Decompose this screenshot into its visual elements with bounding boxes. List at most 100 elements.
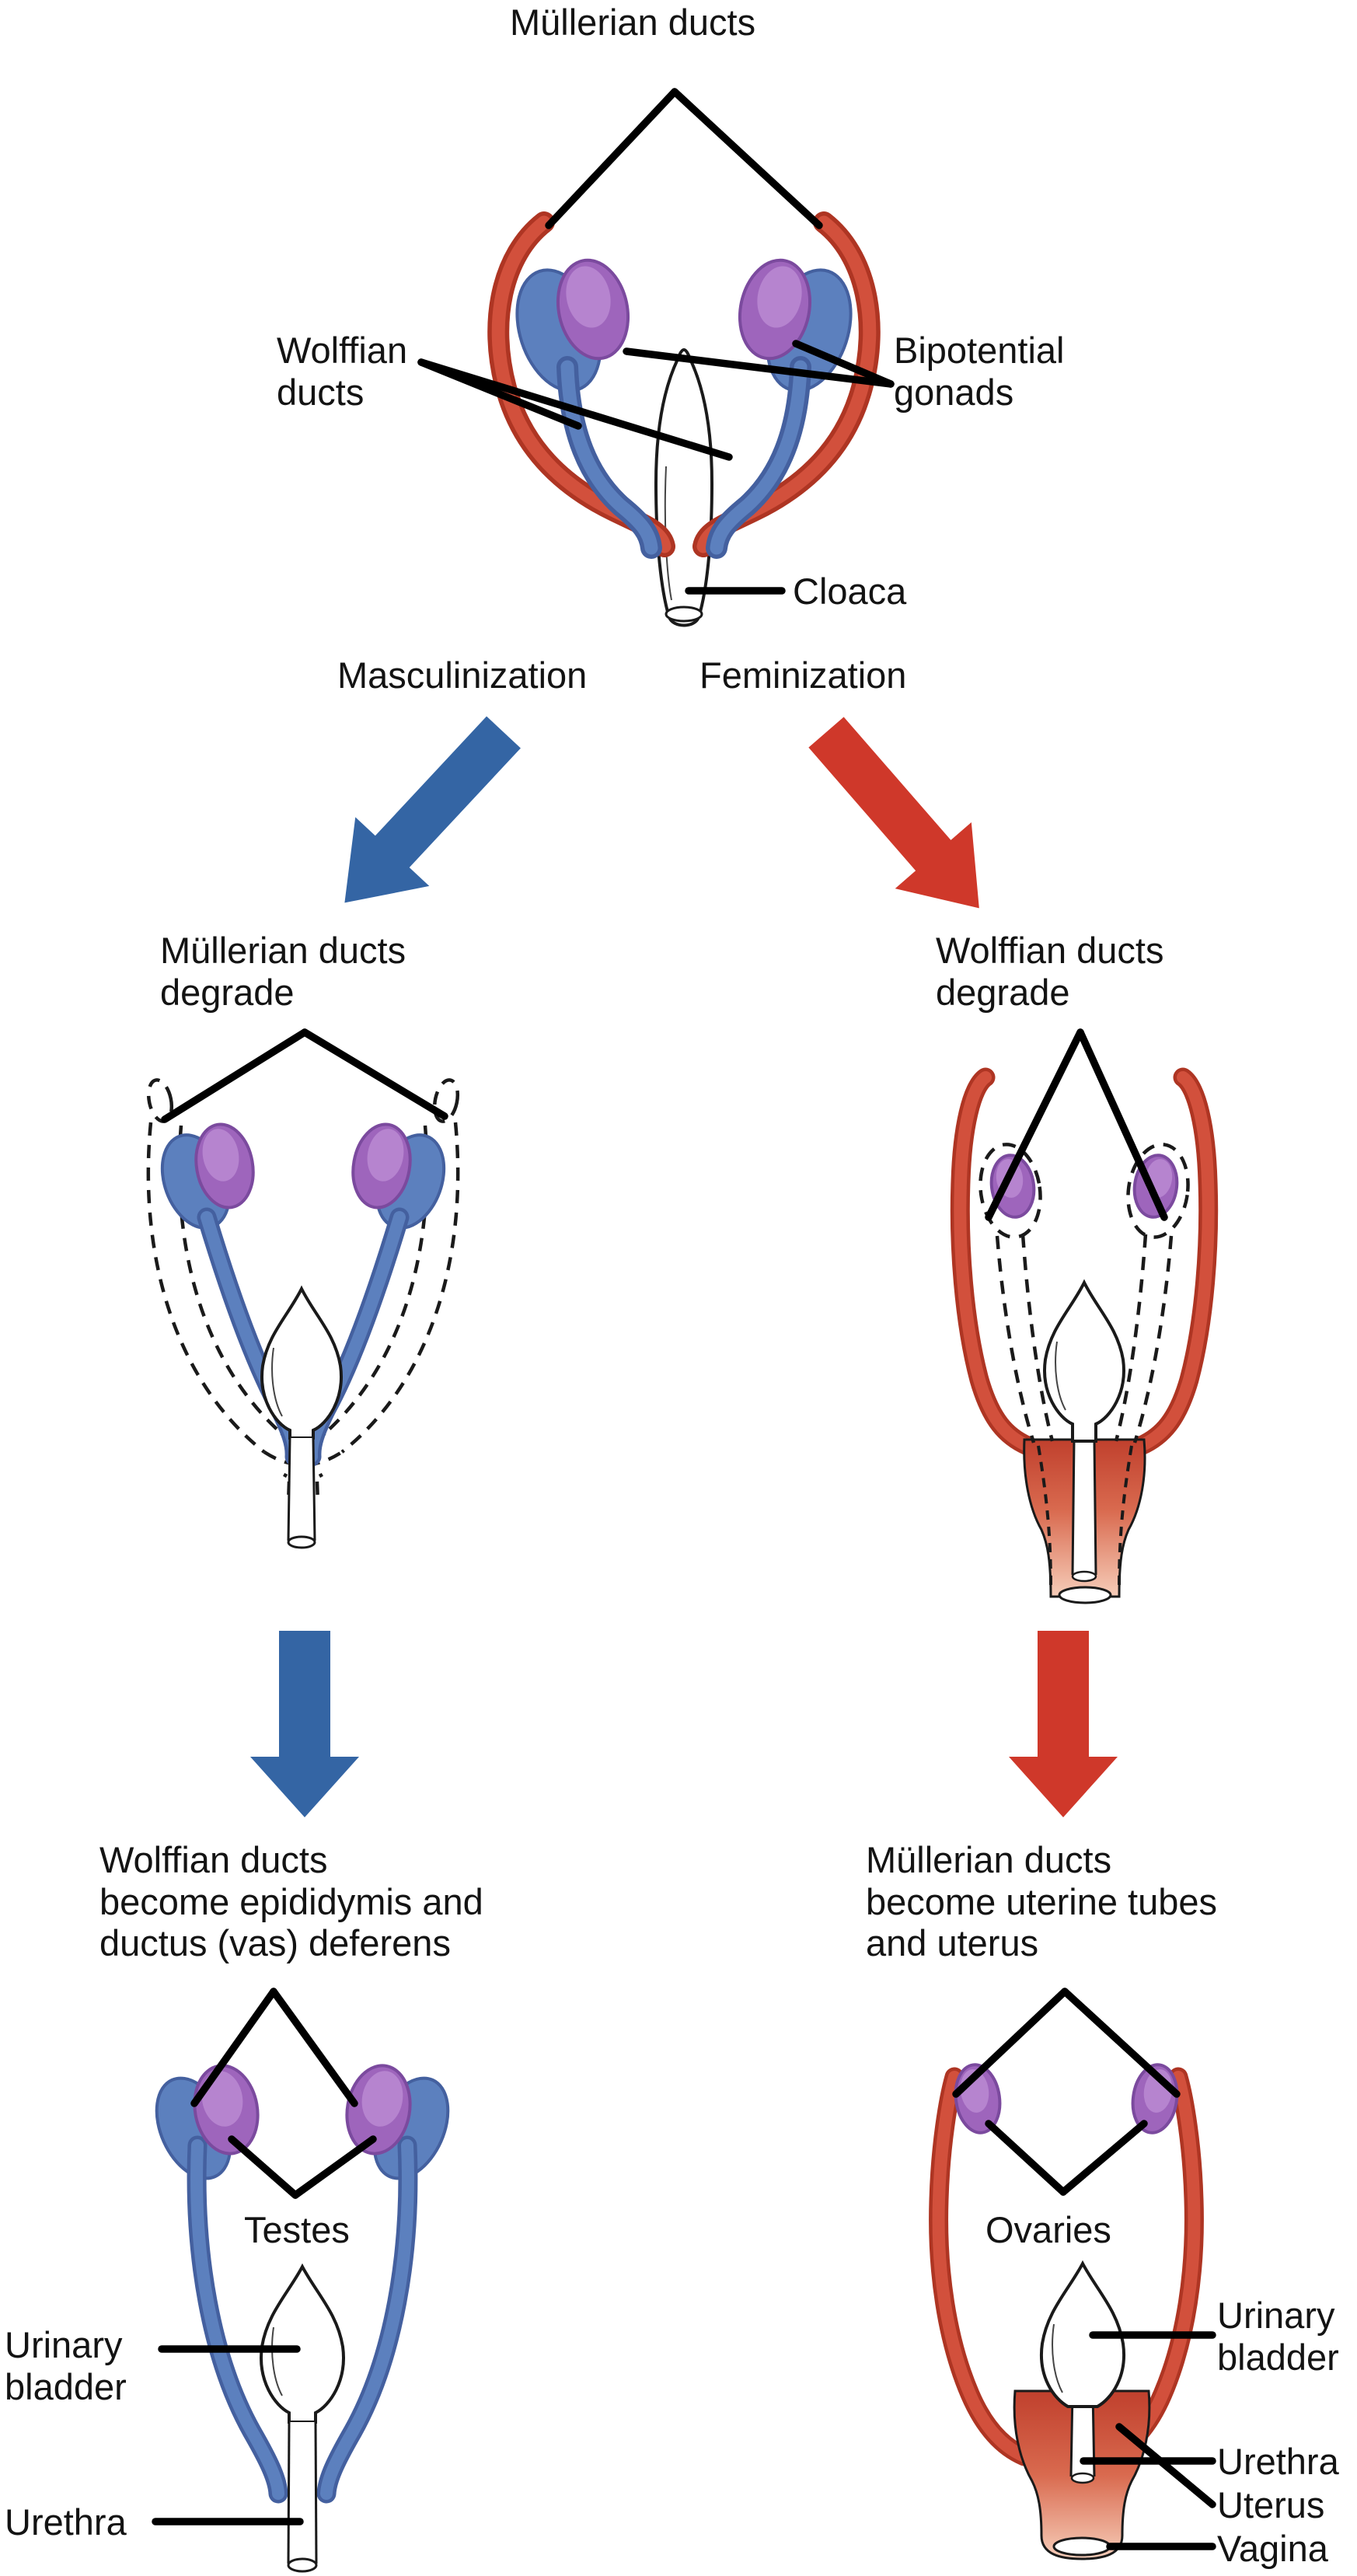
urethra-opening — [1071, 1570, 1097, 1583]
degraded-line-left-outer — [995, 1235, 1036, 1443]
mullerian-degrade-label: Müllerian ducts degrade — [160, 930, 406, 1013]
testes-label: Testes — [244, 2209, 350, 2250]
degraded-duct-hook-right — [432, 1078, 460, 1123]
cloaca-label: Cloaca — [793, 571, 907, 612]
urethra-tube-fill — [288, 1438, 315, 1541]
uterine-tube-left — [932, 2071, 1031, 2463]
degraded-line-right-outer — [1132, 1235, 1174, 1443]
bladder-sketch-line — [1052, 2323, 1063, 2393]
gonad-leader-near — [792, 340, 895, 388]
heading-leader-right — [270, 1988, 358, 2107]
urethra-tube-left-wall — [1071, 1439, 1076, 1576]
feminization-label: Feminization — [699, 654, 907, 696]
gonad-leader-far — [623, 347, 895, 388]
mullerian-leader-right — [671, 88, 823, 229]
urethra-tube-fill — [288, 2422, 316, 2564]
urinary-bladder-shape — [1043, 1279, 1125, 1443]
degraded-duct-outer-left — [146, 1122, 266, 1454]
degrade-leader-left — [985, 1028, 1084, 1221]
degraded-line-right-inner — [1114, 1234, 1148, 1442]
degraded-line-sinus-left — [1037, 1445, 1052, 1586]
feminization-down-arrow-shape — [1009, 1631, 1118, 1817]
mullerian-duct-right — [1135, 1071, 1215, 1452]
masculinization-arrow — [344, 716, 521, 903]
degraded-ring-left — [979, 1143, 1042, 1239]
stage-male-intermediate-illustration — [146, 1028, 460, 1549]
vagina-label: Vagina — [1217, 2528, 1328, 2569]
heading-leader-left — [952, 1988, 1069, 2098]
urethra-opening — [287, 1535, 316, 1549]
testis-left-highlight — [201, 2071, 243, 2127]
testis-right-highlight — [361, 2071, 403, 2127]
urethra-tube-right-wall — [312, 1437, 316, 1541]
masculinization-arrow-shape — [344, 716, 521, 903]
stage-male-final-illustration — [152, 1988, 450, 2573]
degrade-leader-right — [1076, 1028, 1168, 1221]
stage-female-intermediate-illustration — [950, 1028, 1219, 1604]
mullerian-become-label: Müllerian ducts become uterine tubes and… — [866, 1839, 1218, 1964]
ovaries-leader-right — [1059, 2120, 1148, 2196]
vas-deferens-right — [320, 2139, 414, 2500]
testes-leader-right — [291, 2135, 377, 2199]
female-urethra-label: Urethra — [1217, 2441, 1339, 2482]
masculinization-label: Masculinization — [337, 654, 588, 696]
urinary-bladder-shape — [260, 2263, 345, 2424]
urethra-tube-left-wall — [287, 2421, 291, 2564]
urethra-opening — [287, 2557, 318, 2573]
uterus-leader — [1115, 2423, 1216, 2508]
female-urinary-bladder-label: Urinary bladder — [1217, 2295, 1339, 2378]
degraded-duct-outer-right — [340, 1122, 460, 1454]
testes-leader-left — [228, 2135, 299, 2199]
cloaca-opening — [665, 606, 703, 623]
heading-leader-left — [190, 1988, 277, 2107]
wolffian-duct-right — [710, 360, 808, 555]
wolffian-degrade-label: Wolffian ducts degrade — [936, 930, 1164, 1013]
feminization-down-arrow — [1009, 1631, 1118, 1817]
mullerian-leader-left — [545, 88, 678, 229]
urethra-tube-fill — [1071, 2391, 1094, 2477]
stage3-male-leader-lines — [152, 1988, 377, 2525]
degrade-leader-right — [301, 1028, 448, 1120]
masculinization-down-arrow — [250, 1631, 359, 1817]
wolffian-become-label: Wolffian ducts become epididymis and duc… — [99, 1839, 483, 1964]
wolffian-leader-far — [417, 358, 733, 461]
urinary-bladder-shape — [1039, 2260, 1126, 2408]
stage-bipotential-illustration — [417, 88, 895, 627]
degraded-line-left-inner — [1020, 1234, 1055, 1442]
gonad-right-highlight — [757, 266, 802, 328]
mullerian-ducts-label: Müllerian ducts — [510, 2, 756, 43]
feminization-arrow-shape — [808, 717, 979, 909]
bipotential-gonads-label: Bipotential gonads — [894, 330, 1065, 413]
bladder-sketch-line — [1055, 1341, 1066, 1411]
urinary-bladder-shape — [260, 1285, 343, 1440]
stage-female-final-illustration — [929, 1988, 1216, 2560]
degrade-leader-left — [161, 1028, 309, 1123]
gonad-left-highlight — [202, 1129, 239, 1182]
degraded-duct-stub-right — [315, 1481, 320, 1504]
feminization-arrow — [808, 717, 979, 909]
male-urinary-bladder-label: Urinary bladder — [5, 2324, 127, 2407]
degraded-wolffian-ducts — [979, 1143, 1190, 1586]
urethra-tube-right-wall — [1093, 1439, 1097, 1576]
stage2-female-leader-lines — [985, 1028, 1168, 1221]
heading-leader-right — [1061, 1988, 1181, 2098]
uterus-label: Uterus — [1217, 2484, 1325, 2525]
ovaries-label: Ovaries — [985, 2209, 1111, 2250]
male-urethra-label: Urethra — [5, 2501, 127, 2543]
urethra-opening — [1070, 2472, 1095, 2484]
urethra-tube-left-wall — [287, 1437, 291, 1541]
gonad-right-highlight — [367, 1129, 404, 1182]
bladder-sketch-line — [271, 1347, 283, 1417]
ovaries-leader-left — [985, 2120, 1067, 2196]
bladder-sketch-line — [271, 2326, 283, 2396]
urethra-tube-fill — [1073, 1440, 1096, 1575]
masculinization-down-arrow-shape — [250, 1631, 359, 1817]
stage2-male-leader-lines — [161, 1028, 448, 1123]
mullerian-duct-left — [954, 1071, 1034, 1452]
vagina-opening — [1052, 2536, 1111, 2557]
degraded-duct-bottom — [263, 1450, 344, 1467]
vas-deferens-left — [190, 2139, 284, 2500]
cloaca-tube — [654, 348, 714, 627]
